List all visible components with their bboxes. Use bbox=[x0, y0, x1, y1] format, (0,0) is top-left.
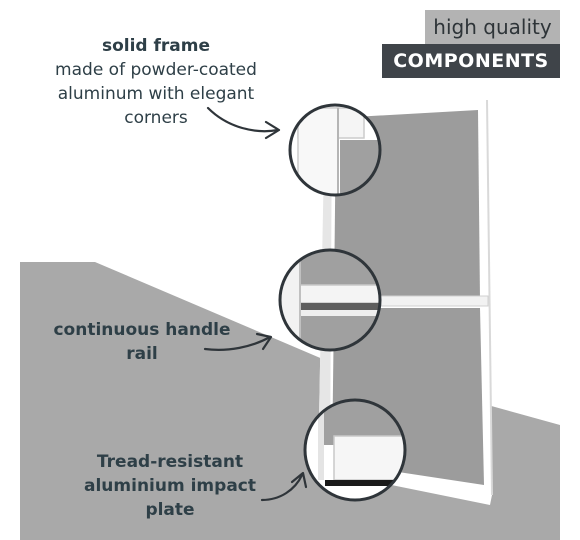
callout-frame-title: solid frame bbox=[101, 36, 211, 56]
magnifier-handle-rail bbox=[278, 248, 382, 352]
badge-components: COMPONENTS bbox=[382, 44, 560, 78]
magnifier-impact-plate bbox=[303, 398, 407, 502]
callout-plate-line3: plate bbox=[145, 500, 195, 520]
callout-frame-line2: aluminum with elegant bbox=[57, 84, 255, 104]
callout-rail-line2: rail bbox=[126, 344, 158, 364]
arrow-to-plate-icon bbox=[260, 471, 308, 502]
callout-impact-plate: Tread-resistant aluminium impact plate bbox=[78, 450, 262, 522]
callout-plate-line1: Tread-resistant bbox=[96, 452, 244, 472]
callout-plate-line2: aluminium impact bbox=[84, 476, 256, 496]
magnifier-frame-corner bbox=[288, 103, 382, 197]
callout-frame-line3: corners bbox=[124, 108, 188, 128]
badge-high-quality: high quality bbox=[425, 10, 560, 44]
arrow-to-frame-icon bbox=[206, 106, 281, 140]
callout-solid-frame: solid frame made of powder-coated alumin… bbox=[40, 34, 272, 130]
callout-handle-rail: continuous handle rail bbox=[42, 318, 242, 366]
arrow-to-rail-icon bbox=[203, 332, 273, 351]
callout-frame-line1: made of powder-coated bbox=[55, 60, 257, 80]
door-hinge-line bbox=[486, 99, 493, 496]
callout-rail-line1: continuous handle bbox=[53, 320, 231, 340]
